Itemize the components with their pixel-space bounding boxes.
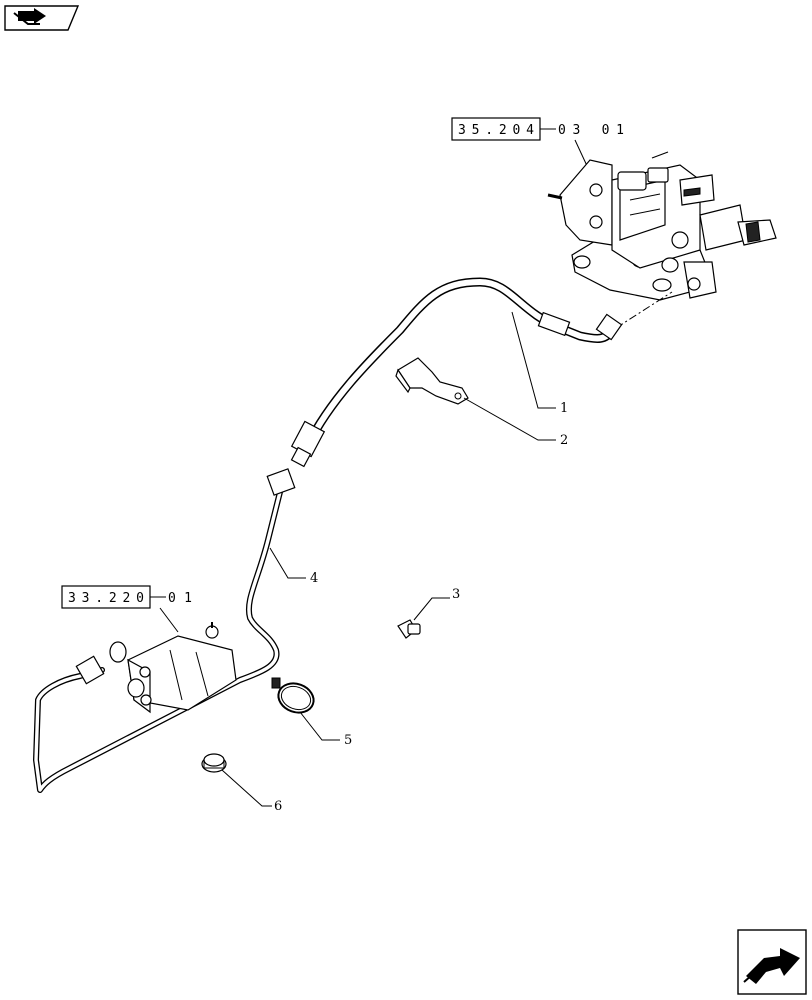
plug-fitting [397, 619, 421, 639]
steel-pipe [33, 468, 296, 793]
cap-plug [201, 753, 227, 773]
control-valve-assembly-upper [547, 151, 777, 301]
mounting-bracket [395, 357, 469, 405]
hydraulic-hose [290, 277, 623, 468]
ref-33-220-label[interactable]: 33.220 01 [61, 585, 192, 633]
callout-5[interactable]: 5 [344, 733, 352, 748]
callout-1[interactable]: 1 [560, 401, 568, 416]
callout-2[interactable]: 2 [560, 433, 568, 448]
callout-leaders [221, 311, 556, 807]
callout-3[interactable]: 3 [452, 587, 460, 602]
hose-clamp [271, 677, 315, 714]
ref-33-220-suffix: 01 [168, 591, 192, 606]
callout-6[interactable]: 6 [274, 799, 282, 814]
control-valve-assembly-lower [109, 622, 237, 714]
next-page-arrow-icon[interactable] [737, 929, 807, 995]
callout-4[interactable]: 4 [310, 571, 318, 586]
ref-35-204-suffix: 03 01 [558, 123, 624, 138]
ref-35-204-label[interactable]: 35.204 03 01 [451, 117, 624, 169]
book-arrow-icon[interactable] [4, 5, 80, 31]
assembly-centerline-upper [615, 291, 673, 329]
